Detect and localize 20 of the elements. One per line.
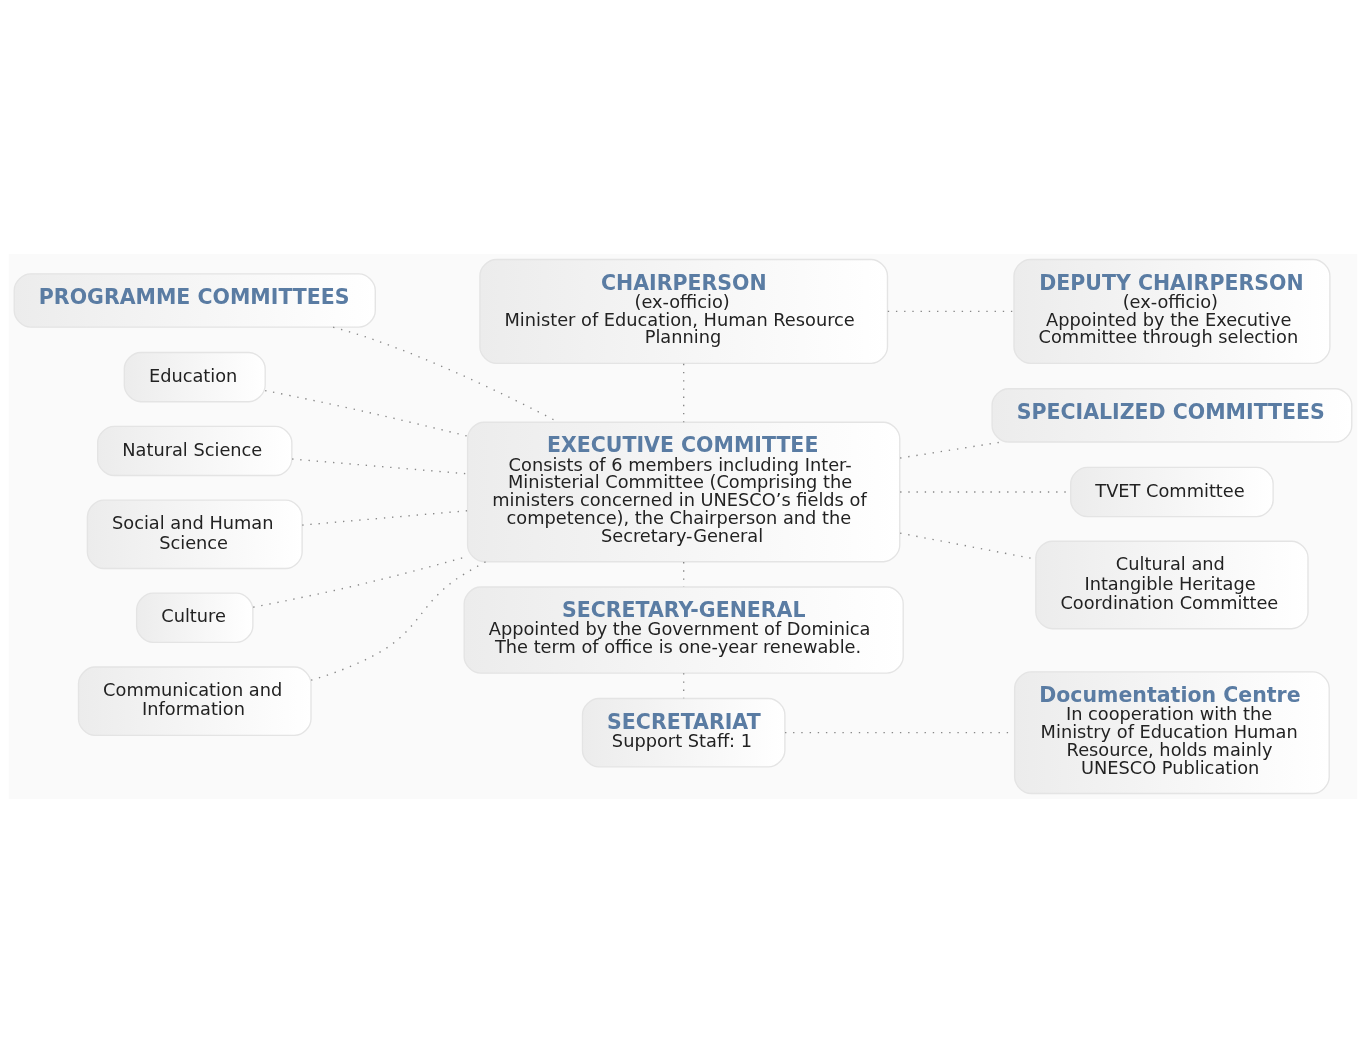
node-box: Culture — [135, 592, 254, 643]
connector — [291, 457, 468, 474]
node-box: SECRETARY-GENERAL Appointed by the Government of Dominica The term of office is one-year renewable. — [463, 585, 904, 674]
node-box: SECRETARIAT Support Staff: 1 — [581, 697, 786, 768]
connector — [301, 509, 468, 526]
connector — [310, 560, 487, 681]
node-box: Social and Human Science — [86, 499, 303, 569]
node-box: Natural Science — [96, 425, 293, 476]
node-box: CHAIRPERSON (ex-officio) Minister of Education, Human Resource Planning — [479, 258, 889, 364]
node-box: TVET Committee — [1070, 466, 1274, 517]
node-box: SPECIALIZED COMMITTEES — [991, 387, 1353, 443]
node-box: PROGRAMME COMMITTEES — [13, 272, 376, 328]
node-box: Communication and Information — [77, 665, 312, 736]
connector — [899, 440, 1002, 459]
node-box: DEPUTY CHAIRPERSON (ex-officio) Appointed by the Executive Committee through selection — [1013, 258, 1331, 364]
node-box: EXECUTIVE COMMITTEE Consists of 6 members including Inter-Ministerial Committee (Comprising the ministers concerned in UNESCO’s fields of competence), the Chairperson and the Secretary-General — [466, 421, 901, 562]
connector — [264, 389, 469, 437]
node-box: Education — [123, 351, 266, 402]
node-box: Documentation Centre In cooperation with the Ministry of Education Human Resource, holds mainly UNESCO Publication — [1013, 670, 1330, 794]
node-box: Cultural and Intangible Heritage Coordination Committee — [1035, 540, 1309, 629]
